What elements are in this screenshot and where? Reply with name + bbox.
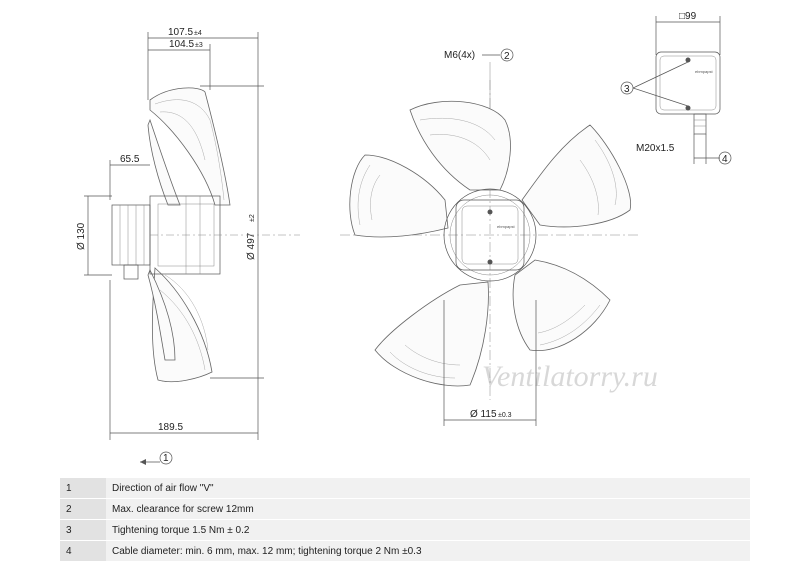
hub-logo: ebmpapst (497, 224, 515, 229)
note-text: Max. clearance for screw 12mm (106, 498, 750, 520)
note-number: 2 (60, 498, 106, 520)
watermark: Ventilatorry.ru (482, 360, 658, 393)
dim-depth-2-tol: ±3 (195, 42, 203, 49)
dim-depth-2: 104.5 (169, 39, 194, 50)
dim-box-size: □99 (679, 11, 697, 22)
dim-overall-dia-tol: ±2 (249, 214, 256, 222)
dim-hub-dia-tol: ±0.3 (498, 412, 512, 419)
dim-screw-thread: M6(4x) (444, 50, 475, 61)
dim-motor-dia: Ø 130 (76, 222, 87, 250)
box-logo: ebmpapst (695, 69, 713, 74)
table-row: 2 Max. clearance for screw 12mm (60, 498, 750, 520)
dim-total-depth: 189.5 (158, 422, 183, 433)
table-row: 3 Tightening torque 1.5 Nm ± 0.2 (60, 519, 750, 541)
callout-4: 4 (722, 154, 728, 165)
table-row: 1 Direction of air flow "V" (60, 478, 750, 499)
note-number: 4 (60, 540, 106, 562)
dim-motor-offset: 65.5 (120, 154, 140, 165)
terminal-box-view: □99 ebmpapst 3 M20x1.5 4 (620, 11, 732, 165)
side-view: 107.5 ±4 104.5 ±3 65.5 Ø 130 Ø 497 ±2 (76, 27, 300, 465)
dim-hub-dia: Ø 115 (470, 409, 497, 420)
note-text: Direction of air flow "V" (106, 478, 750, 499)
notes-table: 1 Direction of air flow "V" 2 Max. clear… (60, 478, 750, 562)
note-number: 3 (60, 519, 106, 541)
front-view: M6(4x) 2 (340, 48, 640, 426)
note-number: 1 (60, 478, 106, 499)
note-text: Cable diameter: min. 6 mm, max. 12 mm; t… (106, 540, 750, 562)
dim-overall-dia: Ø 497 (246, 232, 257, 260)
note-text: Tightening torque 1.5 Nm ± 0.2 (106, 519, 750, 541)
callout-3: 3 (624, 84, 630, 95)
callout-1: 1 (163, 453, 169, 464)
dim-cable-gland: M20x1.5 (636, 143, 675, 154)
table-row: 4 Cable diameter: min. 6 mm, max. 12 mm;… (60, 540, 750, 562)
dim-depth-1: 107.5 (168, 27, 193, 38)
dim-depth-1-tol: ±4 (194, 30, 202, 37)
technical-drawing: Ventilatorry.ru 107.5 ±4 104.5 ±3 65.5 Ø… (76, 11, 732, 465)
callout-2: 2 (504, 51, 510, 62)
